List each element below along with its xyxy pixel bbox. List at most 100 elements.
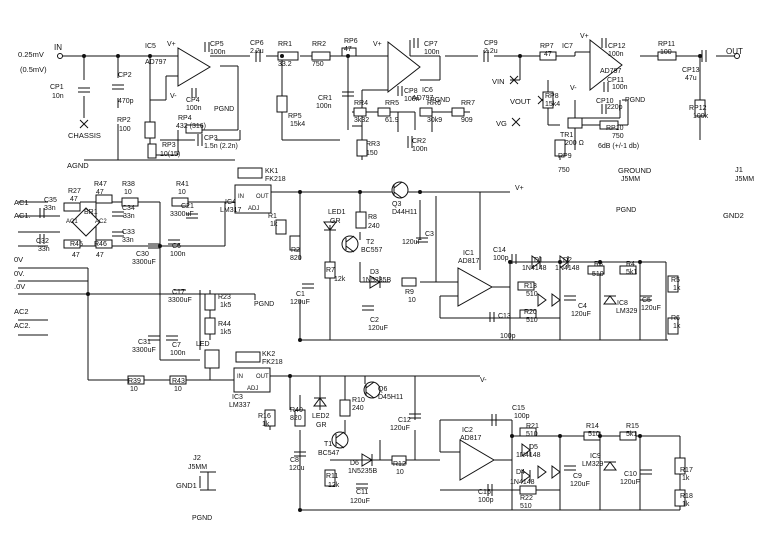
q6-value: D45H11 — [378, 394, 403, 401]
r1-ref: R1 — [268, 213, 277, 220]
net-ac1b: AC1. — [14, 211, 31, 220]
d1-ref: D1 — [534, 257, 543, 264]
c14-ref: C14 — [493, 247, 506, 254]
cp9-capacitor — [483, 50, 489, 62]
net-vin: VIN — [492, 77, 505, 86]
c16-ref: C16 — [478, 489, 491, 496]
kk2-ref: KK2 — [262, 351, 275, 358]
c12-value: 120uF — [390, 425, 410, 432]
c16-capacitor — [487, 484, 493, 496]
c7-value: 100n — [170, 350, 186, 357]
r1-value: 1k — [270, 221, 278, 228]
c35-ref: C35 — [44, 197, 57, 204]
br1-bridge-rectifier — [71, 207, 101, 237]
c11-capacitor — [356, 483, 368, 489]
ic4-pin-in: IN — [238, 194, 244, 200]
cp2-ref: CP2 — [118, 72, 132, 79]
rp8-resistor — [542, 91, 554, 109]
rp11-ref: RP11 — [658, 41, 675, 48]
c17-value: 3300uF — [168, 297, 192, 304]
output-connector[interactable] — [734, 53, 740, 59]
d4-diode — [521, 469, 531, 483]
ic1-value: AD817 — [458, 258, 480, 265]
cp4-ref: CP4 — [186, 97, 200, 104]
cp8-ref: CP8 — [404, 88, 418, 95]
r7-resistor — [324, 261, 336, 279]
cp10-ref: CP10 — [596, 98, 614, 105]
rp12-ref: RP12 — [689, 105, 707, 112]
ic5-opamp — [177, 47, 211, 87]
rr1-resistor — [277, 51, 299, 61]
r3-resistor — [587, 265, 605, 275]
cp7-value: 100n — [424, 49, 440, 56]
cp9-ref: CP9 — [484, 40, 498, 47]
rp9-value: 750 — [558, 167, 570, 174]
r21-resistor — [519, 427, 537, 437]
r15-value: 5k1 — [626, 431, 637, 438]
cp5-value: 100n — [210, 49, 226, 56]
r43-value: 10 — [174, 386, 182, 393]
r14-value: 510 — [588, 431, 600, 438]
input-connector[interactable] — [57, 53, 63, 59]
r16-resistor — [264, 409, 276, 427]
r43-resistor — [169, 375, 187, 385]
c31-ref: C31 — [138, 339, 151, 346]
c32-ref: C32 — [36, 238, 49, 245]
r16-ref: R16 — [258, 413, 271, 420]
c8-value: 120u — [289, 465, 305, 472]
c3-capacitor — [416, 237, 428, 243]
vin-x-icon — [509, 75, 519, 85]
c13-capacitor — [489, 312, 495, 322]
c32-capacitor — [39, 234, 45, 244]
c3-value: 120uF — [402, 239, 422, 246]
r10-value: 240 — [352, 405, 364, 412]
c8-ref: C8 — [290, 457, 299, 464]
positive-rail-wires — [188, 191, 668, 341]
r47-resistor — [95, 194, 113, 204]
r18-resistor — [674, 489, 686, 507]
r15-resistor — [619, 431, 637, 441]
rp2-value: 100 — [119, 126, 131, 133]
c9-ref: C9 — [573, 473, 582, 480]
rr5-ref: RR5 — [385, 100, 399, 107]
br1-ac1: AC1 — [66, 219, 78, 225]
kk1-ref: KK1 — [265, 168, 278, 175]
q6-ref: Q6 — [378, 386, 387, 393]
c2-capacitor — [362, 305, 374, 311]
net-ground: GROUND — [618, 166, 652, 175]
ic3-value: LM337 — [229, 402, 251, 409]
r22-value: 510 — [520, 503, 532, 510]
net-gnd2: GND2 — [723, 211, 744, 220]
r46-value: 47 — [96, 252, 104, 259]
c4-value: 120uF — [571, 311, 591, 318]
rp7-ref: RP7 — [540, 43, 554, 50]
r12-ref: R12 — [393, 461, 406, 468]
input-level-1: 0.25mV — [18, 50, 44, 59]
rr5-resistor — [377, 107, 391, 117]
r5-ref: R5 — [671, 277, 680, 284]
net-ac1: AC1 — [14, 198, 29, 207]
rr3-value: 150 — [366, 150, 378, 157]
r43-ref: R43 — [172, 378, 185, 385]
cp13-ref: CP13 — [682, 67, 700, 74]
cp12-ref: CP12 — [608, 43, 626, 50]
r11-value: 12k — [328, 482, 340, 489]
net-0v-3: .0V — [14, 282, 25, 291]
cp3-value: 1.5n (2.2n) — [204, 143, 238, 150]
tr1-trimmer[interactable] — [567, 117, 583, 129]
net-vout: VOUT — [510, 97, 531, 106]
ic1-ref: IC1 — [463, 250, 474, 257]
r21-value: 510 — [526, 431, 538, 438]
kk1-heatsink — [237, 167, 263, 179]
cr2-value: 100n — [412, 146, 428, 153]
rp3-resistor — [147, 143, 157, 159]
r22-ref: R22 — [520, 495, 533, 502]
c35-capacitor — [39, 208, 45, 218]
r7-ref: R7 — [326, 267, 335, 274]
net-vg: VG — [496, 119, 507, 128]
ic4-pin-adj: ADJ — [248, 206, 259, 212]
r41-ref: R41 — [176, 181, 189, 188]
r27-resistor — [63, 202, 81, 212]
c1-capacitor — [302, 283, 314, 289]
t2-transistor — [341, 235, 359, 253]
